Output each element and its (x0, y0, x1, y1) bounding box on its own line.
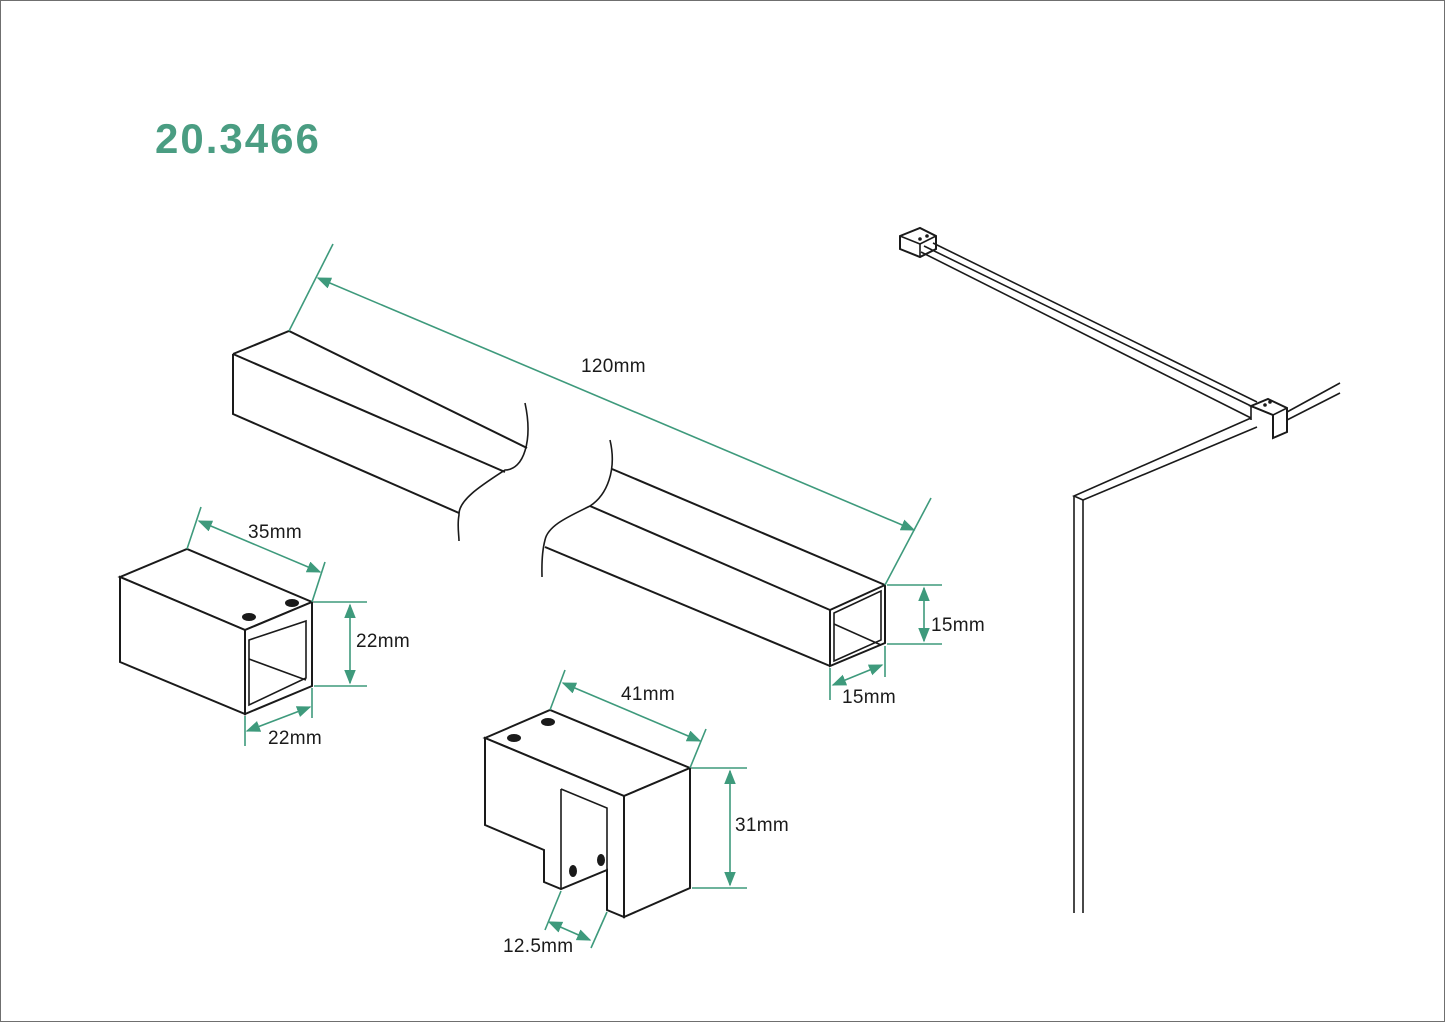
bar-height-label: 15mm (931, 615, 985, 636)
bar-length-label: 120mm (581, 356, 646, 377)
assembly-view-drawing (899, 226, 1341, 913)
wall-bracket-drawing: 35mm 22mm 22mm (117, 506, 410, 749)
clamp-slot-label: 12.5mm (503, 936, 573, 957)
stabilizer-bar-drawing: 120mm 15mm 15mm (232, 243, 985, 708)
bracket-length-label: 35mm (248, 522, 302, 543)
clamp-length-label: 41mm (621, 684, 675, 705)
clamp-height-label: 31mm (735, 815, 789, 836)
bar-width-label: 15mm (842, 687, 896, 708)
product-code: 20.3466 (155, 115, 321, 162)
bracket-width-label: 22mm (268, 728, 322, 749)
glass-clamp-drawing: 41mm 31mm 12.5mm (482, 669, 789, 957)
bracket-height-label: 22mm (356, 631, 410, 652)
